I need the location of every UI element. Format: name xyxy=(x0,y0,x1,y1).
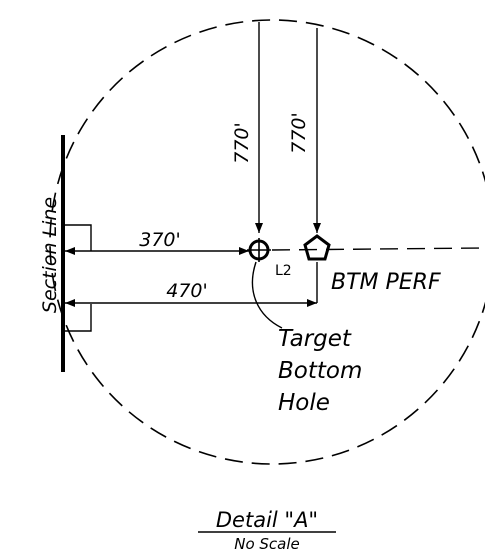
btm-perf-pentagon-icon xyxy=(303,234,331,261)
dim-770-left-label: 770' xyxy=(231,122,253,164)
btm-perf-label: BTM PERF xyxy=(331,270,441,295)
section-line-label: Section Line xyxy=(39,197,61,313)
l2-label: L2 xyxy=(275,263,292,279)
dim-470-label: 470' xyxy=(166,280,208,302)
detail-boundary-circle xyxy=(49,19,485,465)
target-label-line2: Bottom xyxy=(278,358,362,384)
detail-title: Detail "A" xyxy=(216,508,318,532)
target-leader-curve xyxy=(251,261,283,329)
dim-770-right-label: 770' xyxy=(288,112,310,154)
target-bottom-hole-symbol xyxy=(247,238,271,262)
target-label-line1: Target xyxy=(278,326,352,352)
lease-dashed-line xyxy=(271,247,485,251)
dim-370-label: 370' xyxy=(139,229,181,251)
detail-subtitle: No Scale xyxy=(234,535,300,553)
witness-bracket-top xyxy=(63,224,92,251)
witness-bracket-bottom xyxy=(63,304,92,332)
target-label-line3: Hole xyxy=(278,390,330,416)
